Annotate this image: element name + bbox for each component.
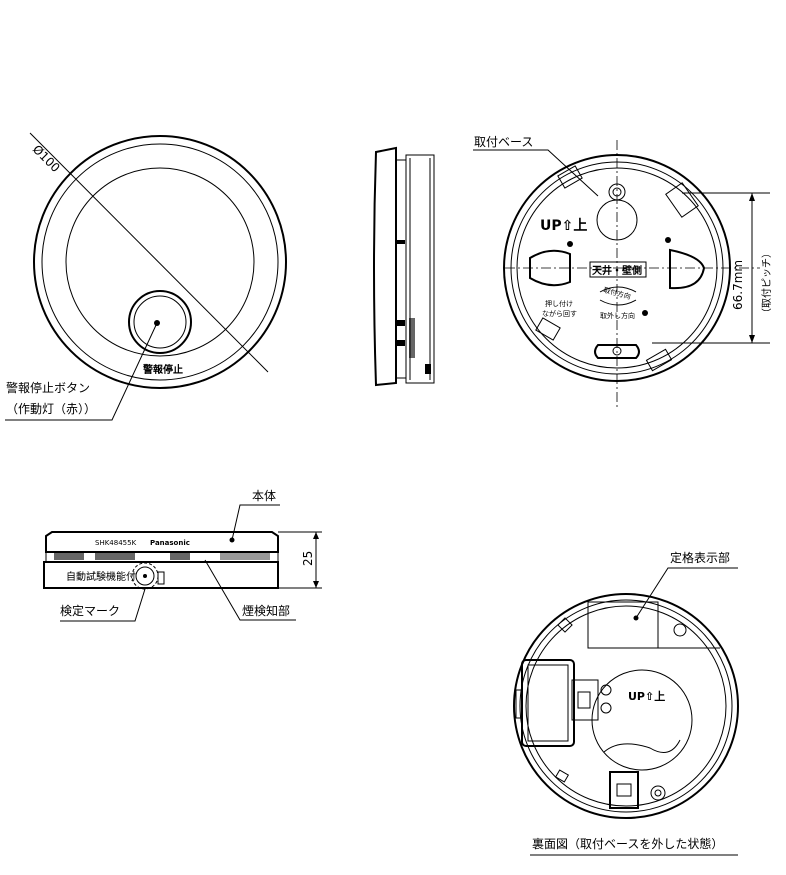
alarm-stop-button-sublabel: （作動灯（赤）） [6,402,96,416]
smoke-detector-label: 煙検知部 [242,603,290,618]
pitch-label: （取付ピッチ） [760,248,773,318]
mounting-base-view: UP⇧上 天井・壁側 取付方向 取外し方向 押し付け ながら回す 取付ベース 6… [473,135,773,408]
vent-slots [54,553,270,560]
certification-mark-label: 検定マーク [60,603,120,618]
front-view: Ø100 警報停止 警報停止ボタン （作動灯（赤）） [5,132,287,421]
ceiling-wall-text: 天井・壁側 [592,264,642,277]
rating-display-label: 定格表示部 [670,550,730,565]
back-view: 定格表示部 UP⇧上 裏面図（取付ベースを外した状態） [513,550,739,856]
alarm-stop-text: 警報停止 [142,363,183,376]
height-value: 25 [301,551,315,566]
diameter-label: Ø100 [30,142,63,175]
mount-base-label: 取付ベース [474,135,533,149]
main-body-label: 本体 [252,489,276,503]
push-label-line2: ながら回す [542,309,577,318]
back-view-caption: 裏面図（取付ベースを外した状態） [532,836,723,851]
remove-direction-text: 取外し方向 [600,311,635,320]
pitch-value: 66.7mm [731,260,745,310]
self-test-text: 自動試験機能付 [66,570,136,583]
push-label-line1: 押し付け [545,299,573,308]
up-mark-text: UP⇧上 [540,218,587,234]
brand-text: Panasonic [150,539,190,547]
back-up-mark: UP⇧上 [628,689,665,703]
side-profile-view [373,146,435,387]
alarm-stop-button-label: 警報停止ボタン [6,380,90,395]
model-text: SHK48455K [95,539,137,547]
side-view: SHK48455K Panasonic 自動試験機能付 本体 25 検定マーク … [43,489,322,622]
